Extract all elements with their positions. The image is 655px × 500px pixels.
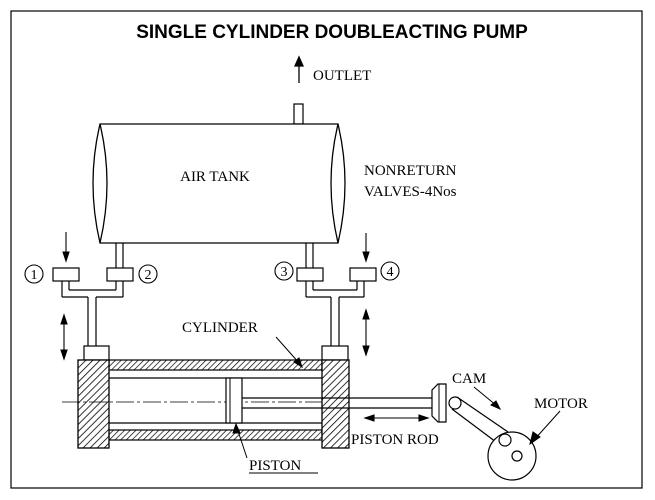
nonreturn-label-line2: VALVES-4Nos xyxy=(364,184,457,200)
cylinder xyxy=(108,359,323,441)
valve-number-3-text: 3 xyxy=(281,265,288,280)
motor-leader xyxy=(529,410,561,446)
motor-label: MOTOR xyxy=(534,396,588,412)
cylinder-leader xyxy=(275,336,303,369)
valve-2-body xyxy=(106,267,134,282)
left-end-cap xyxy=(77,359,110,449)
cylinder-label: CYLINDER xyxy=(182,320,258,336)
valve-number-3: 3 xyxy=(274,261,294,281)
air-tank-label: AIR TANK xyxy=(180,169,250,185)
left-port-boss xyxy=(83,345,110,361)
valve-number-2-text: 2 xyxy=(145,268,152,283)
valve-number-2: 2 xyxy=(138,264,158,284)
outlet-label: OUTLET xyxy=(313,68,371,84)
valve-1-body xyxy=(52,267,80,282)
piston-label: PISTON xyxy=(249,458,301,474)
valve-number-4-text: 4 xyxy=(387,265,394,280)
piston-leader xyxy=(232,422,248,459)
valve-number-1-text: 1 xyxy=(31,268,38,283)
right-pipe-assembly xyxy=(305,243,365,346)
right-port-boss xyxy=(321,345,349,361)
air-tank xyxy=(92,123,346,244)
diagram-title: SINGLE CYLINDER DOUBLEACTING PUMP xyxy=(136,22,528,43)
rod-motion-arrow xyxy=(363,414,430,422)
left-pipe-assembly xyxy=(61,243,124,346)
inlet-arrow-left xyxy=(62,232,70,263)
piston-rod-label: PISTON ROD xyxy=(351,432,439,448)
valve-number-1: 1 xyxy=(24,264,44,284)
valve-number-4: 4 xyxy=(380,261,400,281)
cam-label: CAM xyxy=(452,371,486,387)
valve-4-body xyxy=(349,267,377,282)
cam-link xyxy=(451,396,509,446)
flow-arrow-left xyxy=(60,313,68,361)
rod-pin xyxy=(448,396,462,410)
piston-rod xyxy=(242,397,436,409)
border-frame xyxy=(10,10,643,489)
inlet-arrow-right xyxy=(362,233,370,263)
piston xyxy=(225,377,243,424)
outlet-pipe xyxy=(293,103,304,125)
nonreturn-label-line1: NONRETURN xyxy=(364,163,457,179)
cam-leader xyxy=(473,386,502,411)
motor-disc xyxy=(487,431,537,481)
right-end-cap xyxy=(321,359,350,449)
flow-arrow-right xyxy=(362,308,370,357)
valve-3-body xyxy=(296,267,324,282)
outlet-arrow xyxy=(293,55,305,83)
cam-pin-top xyxy=(498,433,512,447)
